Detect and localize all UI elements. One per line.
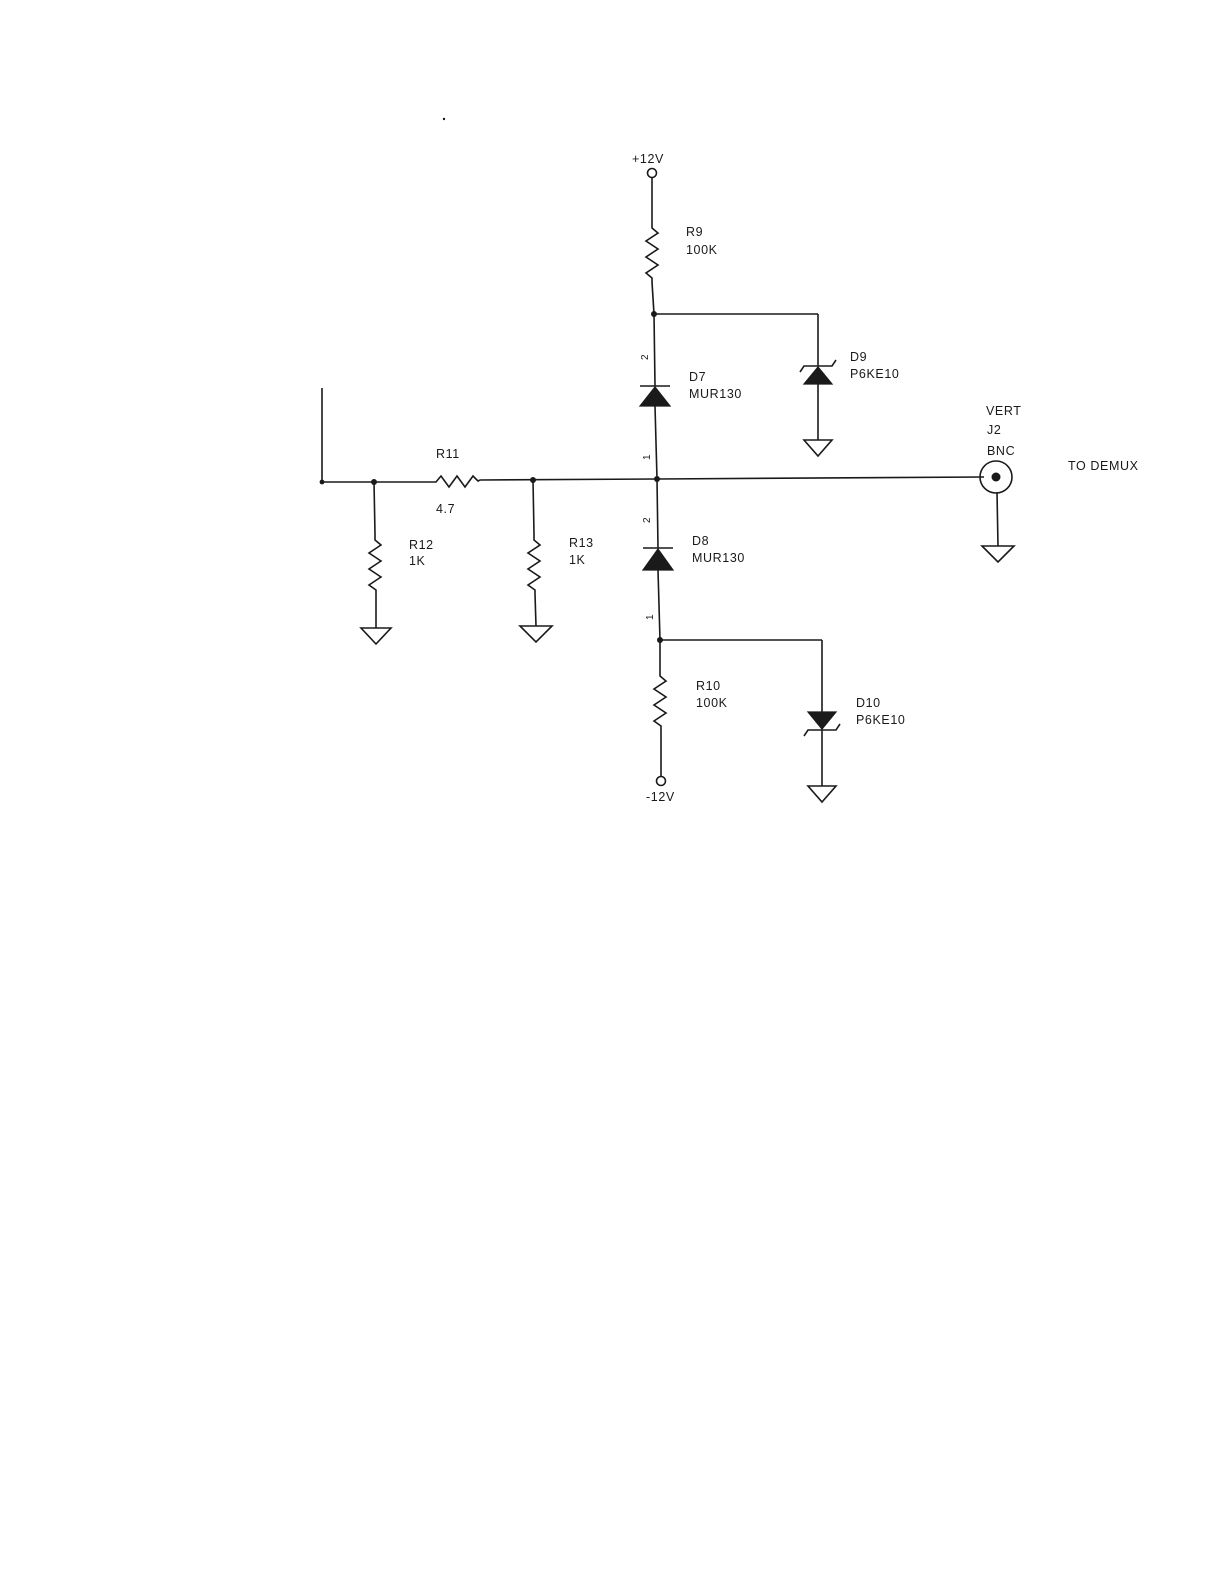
wires	[322, 178, 998, 786]
d8-ref-label: D8	[692, 534, 709, 548]
d8-lower-wire	[658, 570, 660, 640]
d7-pin-bottom: 1	[642, 454, 653, 460]
r9-resistor-symbol	[646, 222, 658, 282]
junction-dot	[371, 479, 377, 485]
junction-dot	[530, 477, 536, 483]
r13-upper-wire	[533, 480, 534, 534]
d7-value-label: MUR130	[689, 387, 742, 401]
r13-ground-symbol	[520, 626, 552, 642]
r12-resistor-symbol	[369, 534, 381, 594]
r12-value-label: 1K	[409, 554, 426, 568]
d8-pin-top: 2	[642, 517, 653, 523]
d7-upper-wire	[654, 314, 655, 386]
r13-resistor-symbol	[528, 534, 540, 594]
r11-ref-label: R11	[436, 447, 460, 461]
r12-ground-symbol	[361, 628, 391, 644]
junction-dot	[320, 480, 325, 485]
d7-lower-wire	[655, 406, 657, 479]
bnc-connector-symbol	[980, 461, 1012, 493]
j2-name-label: VERT	[986, 404, 1022, 418]
r9-value-label: 100K	[686, 243, 718, 257]
d7-ref-label: D7	[689, 370, 706, 384]
r12-ref-label: R12	[409, 538, 434, 552]
scan-speck	[443, 118, 445, 120]
r11-resistor-symbol	[430, 476, 480, 487]
r9-lower-wire	[652, 282, 654, 314]
d7-diode-symbol	[640, 386, 670, 406]
d8-diode-symbol	[643, 548, 673, 570]
j2-ref-label: J2	[987, 423, 1001, 437]
r12-upper-wire	[374, 482, 375, 534]
d10-ref-label: D10	[856, 696, 881, 710]
pos-rail-label: +12V	[632, 152, 664, 166]
junction-dot	[657, 637, 663, 643]
r10-resistor-symbol	[654, 670, 666, 730]
junctions	[320, 311, 663, 643]
junction-dot	[654, 476, 660, 482]
junction-dot	[651, 311, 657, 317]
d8-pin-bottom: 1	[645, 614, 656, 620]
r10-value-label: 100K	[696, 696, 728, 710]
r9-ref-label: R9	[686, 225, 703, 239]
bnc-ground-symbol	[982, 546, 1014, 562]
r10-ref-label: R10	[696, 679, 721, 693]
output-annotation: TO DEMUX	[1068, 459, 1139, 473]
d8-upper-wire	[657, 479, 658, 548]
bnc-ground-wire	[997, 492, 998, 546]
d10-ground-symbol	[808, 786, 836, 802]
r13-ref-label: R13	[569, 536, 594, 550]
d8-value-label: MUR130	[692, 551, 745, 565]
d9-ref-label: D9	[850, 350, 867, 364]
main-net-wire-mid	[480, 479, 658, 480]
d9-value-label: P6KE10	[850, 367, 899, 381]
d9-ground-symbol	[804, 440, 832, 456]
neg-rail-label: -12V	[646, 790, 675, 804]
r13-lower-wire	[535, 594, 536, 626]
r13-value-label: 1K	[569, 553, 586, 567]
neg-rail-terminal	[657, 777, 666, 786]
d10-value-label: P6KE10	[856, 713, 905, 727]
j2-type-label: BNC	[987, 444, 1015, 458]
pos-rail-terminal	[648, 169, 657, 178]
r11-value-label: 4.7	[436, 502, 455, 516]
d7-pin-top: 2	[640, 354, 651, 360]
main-net-wire-right	[658, 477, 984, 479]
